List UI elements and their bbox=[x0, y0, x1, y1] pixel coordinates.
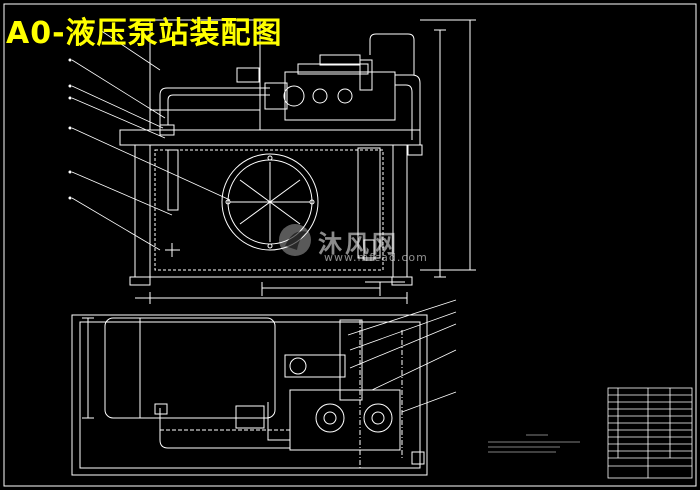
drawing-title: A0-液压泵站装配图 bbox=[6, 16, 283, 51]
motor-top bbox=[104, 317, 276, 419]
sheet-border bbox=[3, 3, 697, 487]
front-view bbox=[68, 19, 476, 304]
tank-top-plate bbox=[119, 129, 421, 146]
watermark-text: 沐风网 bbox=[318, 230, 399, 258]
title-block bbox=[607, 387, 693, 479]
pump-manifold bbox=[289, 389, 401, 451]
top-view bbox=[71, 299, 457, 476]
technical-notes bbox=[488, 434, 580, 453]
motor-housing bbox=[149, 19, 261, 131]
pump-valve-stack bbox=[284, 71, 396, 121]
watermark-url: www.mfcad.com bbox=[324, 251, 428, 264]
level-gauge bbox=[357, 147, 381, 259]
base-plate bbox=[71, 314, 428, 476]
inspection-port bbox=[221, 153, 319, 251]
mfcad-logo-icon bbox=[279, 224, 311, 256]
